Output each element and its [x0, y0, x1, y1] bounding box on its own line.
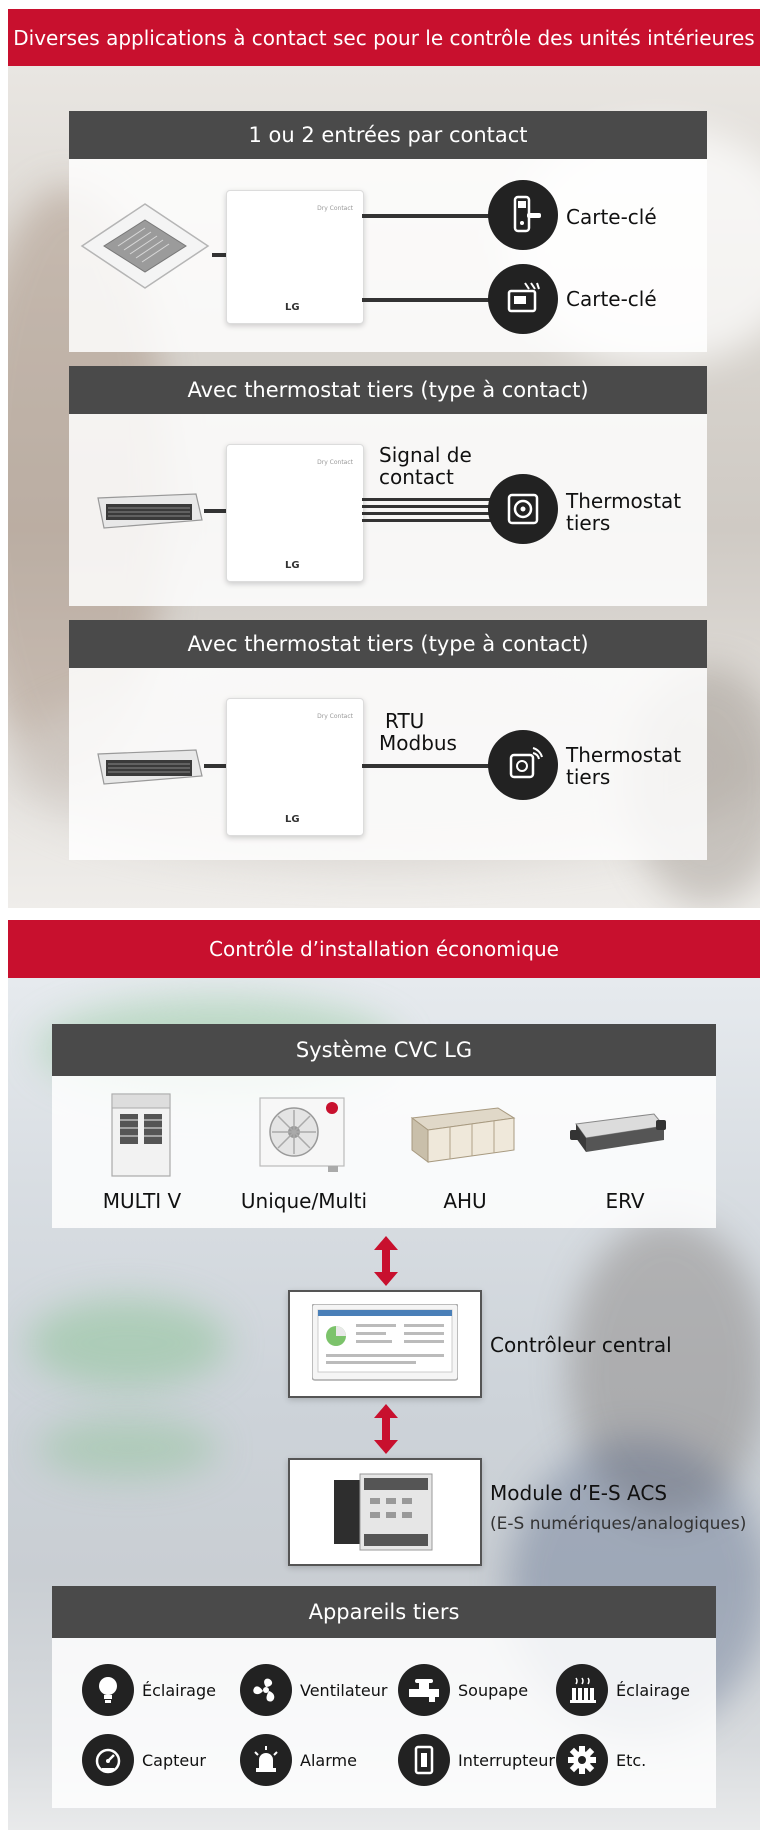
appliance-valve: Soupape — [398, 1664, 528, 1716]
thermostat-label-line1: Thermostat — [566, 743, 682, 767]
appliance-label: Éclairage — [616, 1680, 690, 1700]
product-label-single-multi: Unique/Multi — [240, 1189, 368, 1213]
io-module-box — [288, 1458, 482, 1566]
signal-label-line1: Signal de — [379, 443, 472, 467]
keycard-reader-icon — [488, 264, 558, 334]
section1-banner: Diverses applications à contact sec pour… — [8, 9, 760, 66]
gear-icon — [556, 1734, 608, 1786]
io-module-title: Module d’E-S ACS — [490, 1481, 668, 1505]
appliance-label: Capteur — [142, 1750, 206, 1770]
appliance-alarm: Alarme — [240, 1734, 357, 1786]
lightbulb-icon — [82, 1664, 134, 1716]
product-label-multi-v: MULTI V — [102, 1189, 182, 1213]
appliance-label: Ventilateur — [300, 1680, 388, 1700]
ducted-unit-image — [97, 493, 203, 529]
signal-label-line2: contact — [379, 465, 454, 489]
output-keycard-1: Carte-clé — [566, 205, 657, 229]
heater-icon — [556, 1664, 608, 1716]
erv-unit-image — [570, 1113, 666, 1152]
panel2-header: Avec thermostat tiers (type à contact) — [69, 366, 707, 414]
section1-banner-text: Diverses applications à contact sec pour… — [13, 25, 755, 50]
connector-line — [204, 509, 228, 513]
touch-thermostat-icon — [488, 730, 558, 800]
switch-icon — [398, 1734, 450, 1786]
appliance-etc: Etc. — [556, 1734, 646, 1786]
cassette-unit-image — [80, 203, 210, 289]
device-small-label: Dry Contact — [317, 459, 353, 466]
modbus-label: Modbus — [379, 731, 457, 755]
dry-contact-device: Dry Contact LG — [226, 698, 364, 836]
valve-icon — [398, 1664, 450, 1716]
signal-wire — [362, 519, 492, 522]
fan-icon — [240, 1664, 292, 1716]
connector-line — [212, 253, 228, 257]
rtu-label: RTU — [385, 709, 425, 733]
third-party-header: Appareils tiers — [52, 1586, 716, 1638]
signal-wire — [362, 498, 492, 501]
hvac-header: Système CVC LG — [52, 1024, 716, 1076]
appliance-lighting: Éclairage — [82, 1664, 216, 1716]
bidirectional-arrow-icon — [374, 1236, 398, 1286]
product-label-erv: ERV — [605, 1189, 645, 1213]
connector-line — [204, 764, 228, 768]
panel3-header: Avec thermostat tiers (type à contact) — [69, 620, 707, 668]
ahu-unit-image — [410, 1107, 516, 1163]
signal-wire — [362, 512, 492, 515]
connector-line — [362, 214, 492, 218]
central-controller-box — [288, 1290, 482, 1398]
thermostat-icon — [488, 474, 558, 544]
panel1-header: 1 ou 2 entrées par contact — [69, 111, 707, 159]
lg-logo: LG — [285, 814, 300, 825]
alarm-icon — [240, 1734, 292, 1786]
appliance-label: Soupape — [458, 1680, 529, 1700]
bidirectional-arrow-icon — [374, 1404, 398, 1454]
appliance-label: Alarme — [300, 1750, 357, 1770]
dry-contact-device: Dry Contact LG — [226, 444, 364, 582]
panel2-title: Avec thermostat tiers (type à contact) — [187, 378, 589, 402]
connector-line — [362, 298, 492, 302]
lg-logo: LG — [285, 560, 300, 571]
appliance-sensor: Capteur — [82, 1734, 206, 1786]
io-module-image — [334, 1473, 433, 1551]
touch-screen-image — [312, 1304, 458, 1381]
thermostat-label-line1: Thermostat — [566, 489, 682, 513]
dry-contact-device: Dry Contact LG — [226, 190, 364, 324]
third-party-title: Appareils tiers — [308, 1600, 460, 1624]
product-label-ahu: AHU — [443, 1189, 487, 1213]
lg-logo: LG — [285, 302, 300, 313]
section2-banner-text: Contrôle d’installation économique — [209, 937, 559, 961]
central-controller-label: Contrôleur central — [490, 1333, 672, 1357]
appliance-label: Éclairage — [142, 1680, 216, 1700]
appliance-heater: Éclairage — [556, 1664, 690, 1716]
keycard-lock-icon — [488, 180, 558, 250]
single-multi-unit-image — [259, 1097, 345, 1172]
device-small-label: Dry Contact — [317, 713, 353, 720]
thermostat-label-line2: tiers — [566, 765, 611, 789]
signal-wire — [362, 505, 492, 508]
section2-banner: Contrôle d’installation économique — [8, 920, 760, 978]
panel3-title: Avec thermostat tiers (type à contact) — [187, 632, 589, 656]
output-keycard-2: Carte-clé — [566, 287, 657, 311]
thermostat-label-line2: tiers — [566, 511, 611, 535]
ducted-unit-image — [97, 749, 203, 785]
appliance-label: Etc. — [616, 1750, 647, 1770]
appliance-label: Interrupteur — [458, 1750, 555, 1770]
appliance-fan: Ventilateur — [240, 1664, 388, 1716]
hvac-title: Système CVC LG — [295, 1038, 473, 1062]
device-small-label: Dry Contact — [317, 205, 353, 212]
multi-v-unit-image — [111, 1093, 171, 1177]
appliance-switch: Interrupteur — [398, 1734, 555, 1786]
modbus-wire — [362, 764, 492, 768]
panel1-title: 1 ou 2 entrées par contact — [248, 123, 528, 147]
io-module-subtitle: (E-S numériques/analogiques) — [490, 1514, 747, 1534]
sensor-gauge-icon — [82, 1734, 134, 1786]
